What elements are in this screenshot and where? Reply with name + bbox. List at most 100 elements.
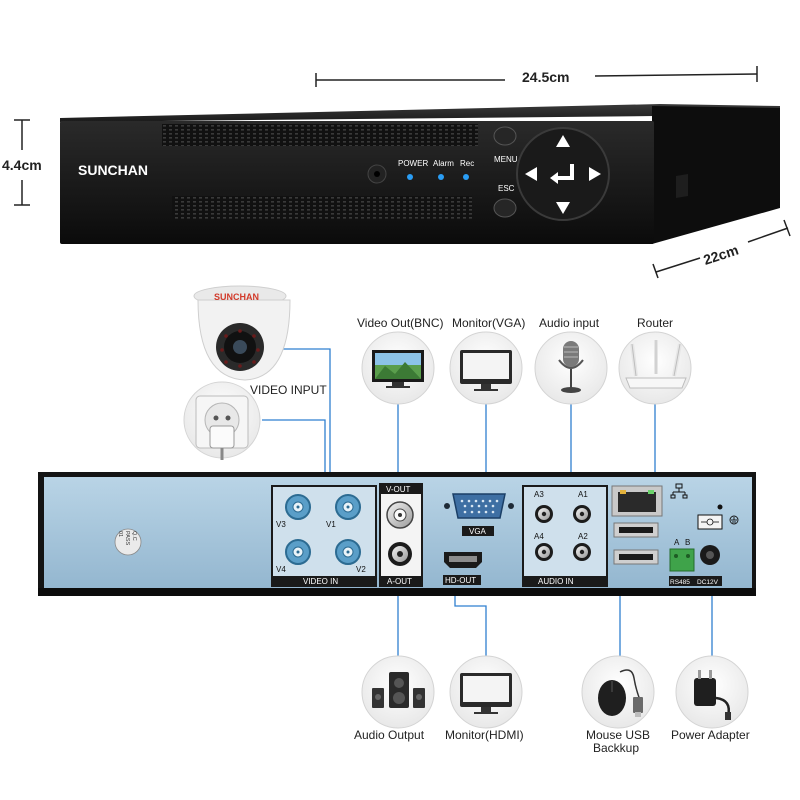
svg-text:Mouse USB: Mouse USB bbox=[586, 728, 650, 742]
monitor-icon bbox=[460, 350, 512, 391]
channel-label-a4: A4 bbox=[534, 532, 544, 541]
rca-port-a3[interactable] bbox=[535, 505, 553, 523]
video-input-label: VIDEO INPUT bbox=[250, 383, 327, 397]
rca-port-a4[interactable] bbox=[535, 543, 553, 561]
channel-label-a3: A3 bbox=[534, 490, 544, 499]
svg-text:01: 01 bbox=[117, 531, 123, 537]
mouse-usb-callout: Mouse USB Backkup bbox=[581, 655, 655, 755]
video-in-block: VIDEO IN V3 V1 V4 bbox=[271, 485, 377, 587]
indicator-alarm: Alarm bbox=[433, 159, 454, 180]
monitor-vga-callout: Monitor(VGA) bbox=[449, 316, 525, 405]
svg-text:A: A bbox=[674, 538, 680, 547]
rca-port-a-out[interactable] bbox=[388, 542, 412, 566]
polarity-icon bbox=[701, 518, 719, 526]
dvr-rear-panel: Q.C PASS 01 VIDEO IN bbox=[38, 472, 756, 596]
rs485-terminal[interactable]: A B RS485 bbox=[669, 538, 696, 586]
esc-button[interactable]: ESC bbox=[493, 184, 517, 218]
rca-port-a1[interactable] bbox=[573, 505, 591, 523]
svg-text:Alarm: Alarm bbox=[433, 159, 454, 168]
svg-text:MENU: MENU bbox=[494, 155, 518, 164]
speaker-icon bbox=[372, 672, 425, 708]
channel-label-v1: V1 bbox=[326, 520, 336, 529]
width-label: 24.5cm bbox=[522, 69, 569, 85]
dimension-width: 24.5cm bbox=[315, 66, 758, 87]
indicator-rec: Rec bbox=[460, 159, 474, 180]
usb-port-1[interactable] bbox=[613, 522, 659, 538]
power-adapter-icon bbox=[694, 670, 731, 720]
svg-text:Monitor(HDMI): Monitor(HDMI) bbox=[445, 728, 524, 742]
height-label: 4.4cm bbox=[2, 157, 42, 173]
arrow-left-icon[interactable] bbox=[525, 167, 537, 181]
v-out-label: V-OUT bbox=[386, 485, 411, 494]
svg-text:Audio Output: Audio Output bbox=[354, 728, 425, 742]
dc-label: DC12V bbox=[697, 579, 719, 586]
arrow-up-icon[interactable] bbox=[556, 135, 570, 147]
svg-text:Monitor(VGA): Monitor(VGA) bbox=[452, 316, 525, 330]
hdout-label: HD-OUT bbox=[445, 576, 476, 585]
plug-icon bbox=[209, 425, 235, 449]
front-vent-bottom bbox=[172, 196, 472, 220]
svg-text:PASS: PASS bbox=[124, 531, 130, 546]
direction-pad[interactable] bbox=[516, 127, 610, 221]
monitor-hdmi-callout: Monitor(HDMI) bbox=[445, 655, 524, 742]
dc-power-jack[interactable]: DC12V bbox=[696, 514, 723, 586]
svg-text:B: B bbox=[685, 538, 690, 547]
bnc-port-v2[interactable] bbox=[335, 539, 361, 565]
svg-text:VIDEO IN: VIDEO IN bbox=[303, 577, 338, 586]
svg-text:Backkup: Backkup bbox=[593, 741, 639, 755]
bnc-port-v4[interactable] bbox=[285, 539, 311, 565]
depth-label: 22cm bbox=[701, 242, 740, 268]
channel-label-v4: V4 bbox=[276, 565, 286, 574]
microphone-icon bbox=[558, 341, 584, 393]
channel-label-a1: A1 bbox=[578, 490, 588, 499]
indicator-power: POWER bbox=[398, 159, 428, 180]
svg-text:Q.C: Q.C bbox=[131, 531, 137, 541]
rs485-label: RS485 bbox=[670, 579, 690, 586]
bnc-port-v3[interactable] bbox=[285, 494, 311, 520]
channel-label-a2: A2 bbox=[578, 532, 588, 541]
arrow-right-icon[interactable] bbox=[589, 167, 601, 181]
line-power-socket bbox=[262, 419, 326, 486]
svg-text:Video Out(BNC): Video Out(BNC) bbox=[357, 316, 443, 330]
svg-text:Audio input: Audio input bbox=[539, 316, 600, 330]
enter-icon[interactable] bbox=[550, 164, 574, 184]
vga-label: VGA bbox=[469, 527, 487, 536]
line-camera bbox=[280, 348, 331, 486]
ground-screw bbox=[717, 504, 723, 510]
ground-icon bbox=[729, 515, 739, 525]
ir-sensor bbox=[367, 164, 387, 184]
menu-button[interactable]: MENU bbox=[493, 126, 518, 164]
bnc-port-v1[interactable] bbox=[335, 494, 361, 520]
channel-label-v2: V2 bbox=[356, 565, 366, 574]
camera-brand-label: SUNCHAN bbox=[214, 292, 259, 302]
usb-port-2[interactable] bbox=[613, 549, 659, 565]
svg-text:Rec: Rec bbox=[460, 159, 474, 168]
arrow-down-icon[interactable] bbox=[556, 202, 570, 214]
dvr-front-view: SUNCHAN POWER Alarm Rec MENU ESC bbox=[60, 104, 780, 244]
dome-camera-image: SUNCHAN bbox=[193, 285, 291, 381]
vga-port[interactable]: VGA bbox=[444, 493, 514, 536]
hdmi-port[interactable]: HD-OUT bbox=[443, 552, 482, 585]
monitor-icon bbox=[460, 673, 512, 714]
front-vent-top bbox=[162, 124, 478, 146]
router-callout: Router bbox=[618, 316, 692, 405]
svg-text:Router: Router bbox=[637, 316, 673, 330]
channel-label-v3: V3 bbox=[276, 520, 286, 529]
bnc-port-v-out[interactable] bbox=[386, 501, 414, 529]
video-out-bnc-callout: Video Out(BNC) bbox=[357, 316, 443, 405]
rca-port-a2[interactable] bbox=[573, 543, 591, 561]
tv-monitor-icon bbox=[372, 350, 424, 388]
power-socket-callout bbox=[183, 381, 261, 460]
network-icon bbox=[670, 483, 688, 499]
router-icon bbox=[625, 340, 687, 389]
svg-text:ESC: ESC bbox=[498, 184, 515, 193]
lan-port[interactable] bbox=[611, 485, 663, 517]
audio-input-callout: Audio input bbox=[534, 316, 608, 405]
qc-sticker: Q.C PASS 01 bbox=[114, 528, 142, 556]
side-port bbox=[676, 174, 688, 198]
audio-output-callout: Audio Output bbox=[354, 655, 435, 742]
a-out-label: A-OUT bbox=[387, 577, 412, 586]
audio-in-block: AUDIO IN A3 A1 A4 A2 bbox=[522, 485, 608, 587]
